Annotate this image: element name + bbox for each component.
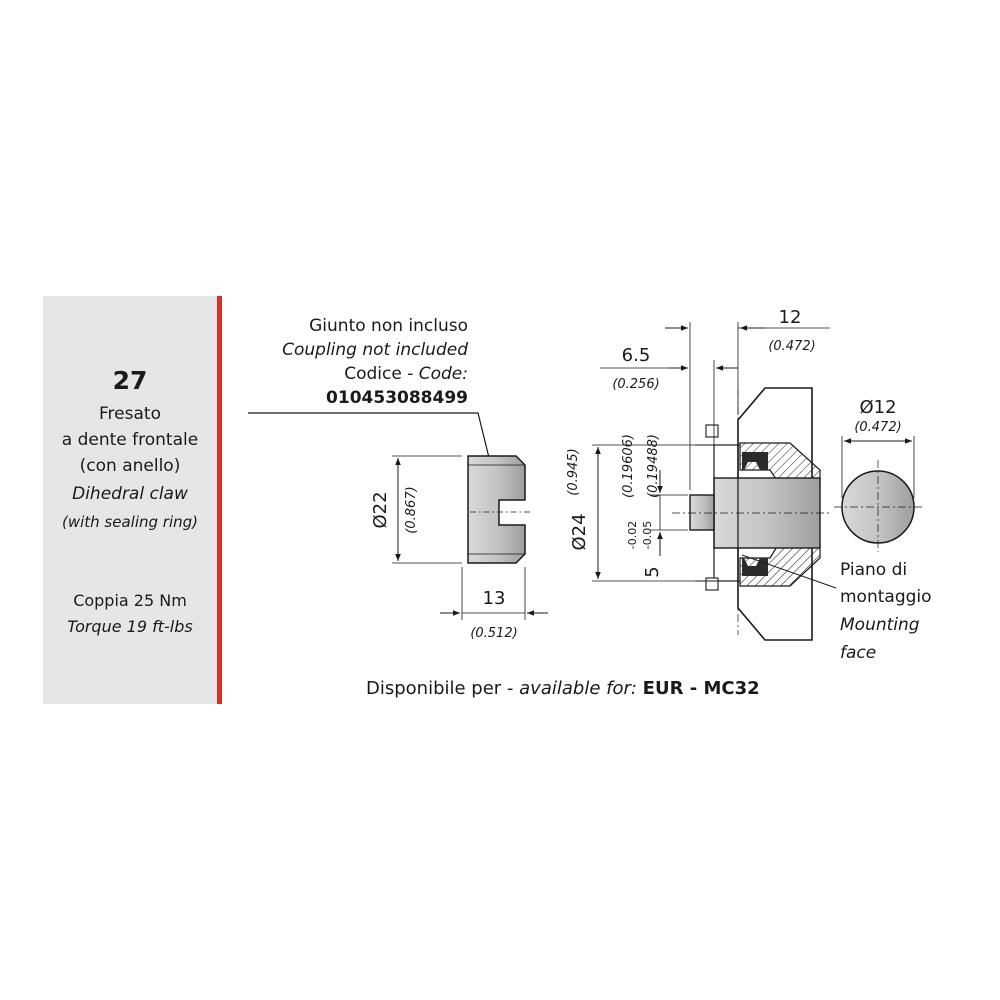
mounting-face-en-1: Mounting xyxy=(840,615,920,635)
coupling-note-it: Giunto non incluso xyxy=(309,316,468,336)
title-en: Dihedral claw xyxy=(72,484,188,504)
availability-models: EUR - MC32 xyxy=(642,678,760,699)
availability-line: Disponibile per - available for: EUR - M… xyxy=(366,678,760,699)
mounting-face-it-2: montaggio xyxy=(840,587,932,607)
mounting-face-en-2: face xyxy=(840,643,876,663)
torque-en: Torque 19 ft-lbs xyxy=(67,617,193,636)
dim-shaft-diameter-in: (0.472) xyxy=(854,420,901,435)
dim-coupling-diameter: Ø22 xyxy=(370,491,391,528)
dim-coupling-length-in: (0.512) xyxy=(470,626,517,641)
coupling-part xyxy=(467,455,532,564)
dim-tab-width-in-upper: (0.19606) xyxy=(621,434,636,498)
dim-tab-length-in: (0.256) xyxy=(612,377,659,392)
mounting-face-leader xyxy=(741,554,837,589)
availability-label-en: available for: xyxy=(519,678,643,699)
dim-coupling-length: 13 xyxy=(483,588,506,609)
dim-coupling-diameter-in: (0.867) xyxy=(404,486,419,533)
dim-tab-width: 5 xyxy=(642,566,663,577)
dim-shaft-length: 12 xyxy=(779,307,802,328)
subtitle-en: (with sealing ring) xyxy=(61,513,199,531)
coupling-code: 010453088499 xyxy=(326,388,468,408)
accent-bar xyxy=(217,296,222,704)
dim-shaft-length-in: (0.472) xyxy=(768,339,815,354)
pump-flange-section xyxy=(672,387,830,641)
code-leader-line xyxy=(248,412,496,483)
title-it-line-1: Fresato xyxy=(99,404,161,424)
title-it-line-2: a dente frontale xyxy=(61,430,199,450)
shaft-end-view xyxy=(834,460,922,552)
mounting-face-it-1: Piano di xyxy=(840,560,907,580)
dim-tab-tol-lower: -0.05 xyxy=(641,521,654,549)
torque-it: Coppia 25 Nm xyxy=(73,591,187,610)
item-number: 27 xyxy=(112,366,148,395)
code-label: Codice - Code: xyxy=(344,364,468,384)
dim-tab-width-in-lower: (0.19488) xyxy=(646,434,661,498)
dim-pilot-diameter: Ø24 xyxy=(569,513,590,550)
title-it-line-3: (con anello) xyxy=(79,456,181,476)
coupling-note-en: Coupling not included xyxy=(282,340,468,360)
dim-pilot-diameter-in: (0.945) xyxy=(566,448,581,495)
availability-label-it: Disponibile per - xyxy=(366,678,520,699)
dim-shaft-diameter: Ø12 xyxy=(859,397,896,418)
dim-tab-length: 6.5 xyxy=(622,345,651,366)
dim-tab-tol-upper: -0.02 xyxy=(626,521,639,549)
spec-card: 27 Fresato a dente frontale (con anello)… xyxy=(43,296,217,704)
